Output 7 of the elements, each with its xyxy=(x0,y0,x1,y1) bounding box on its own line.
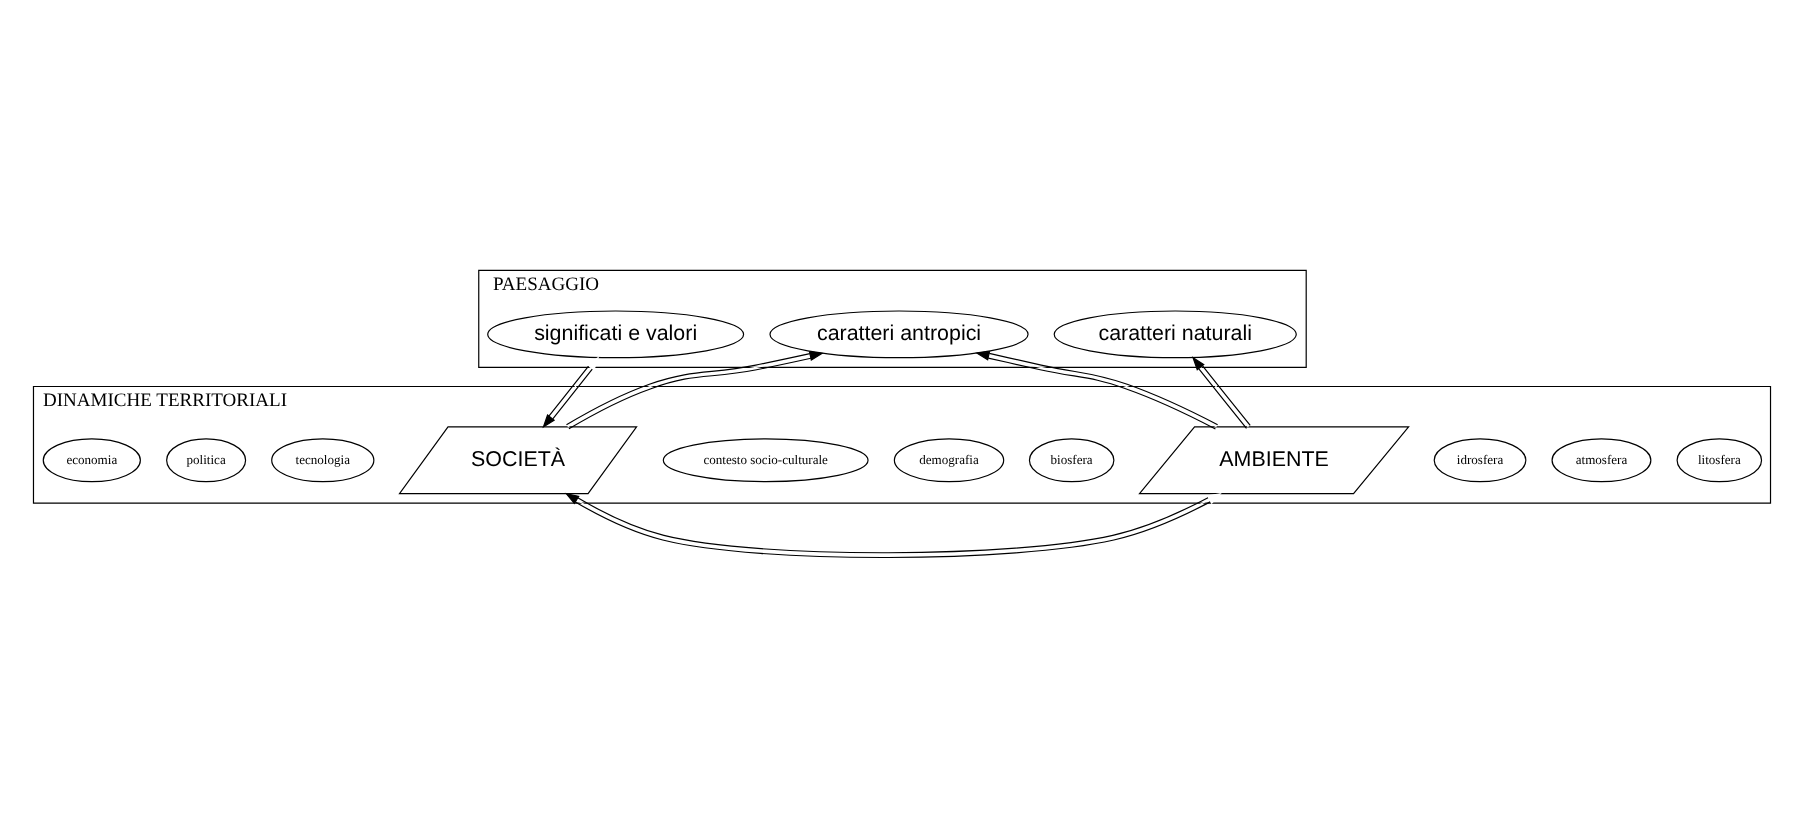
arrow xyxy=(975,350,1219,430)
node-ellipse: significati e valori xyxy=(487,310,745,359)
node-ellipse: caratteri naturali xyxy=(1053,310,1297,359)
arrow xyxy=(564,492,1222,559)
arrow xyxy=(1191,356,1251,430)
arrow xyxy=(565,351,824,430)
arrow xyxy=(542,356,600,429)
